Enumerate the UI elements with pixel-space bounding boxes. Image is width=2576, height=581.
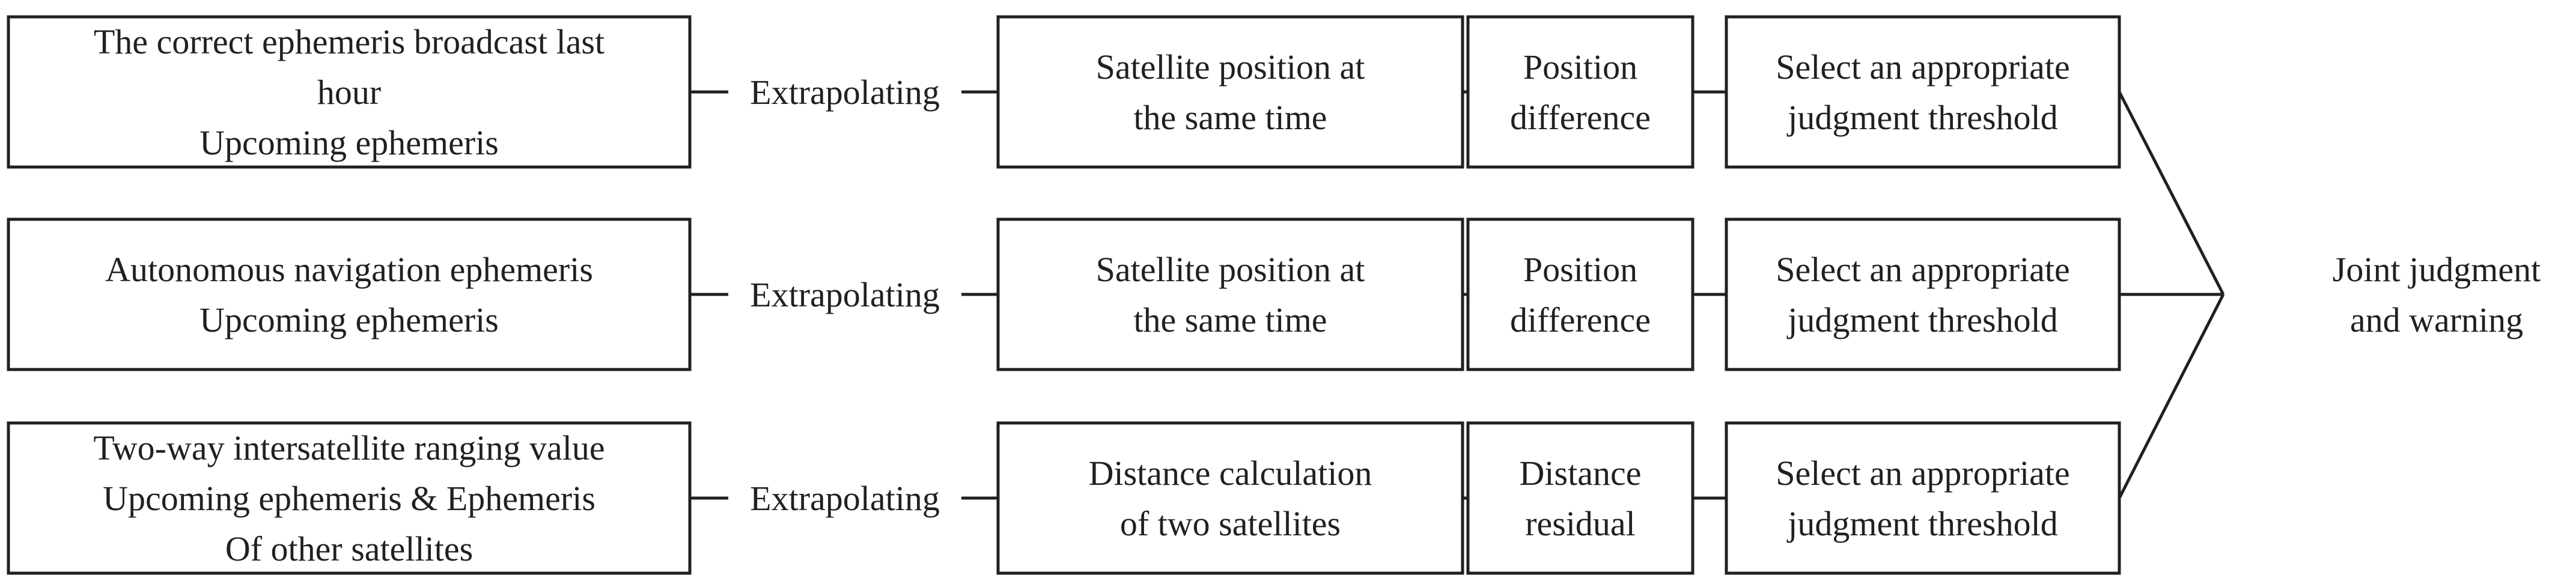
threshold-box <box>1725 217 2121 371</box>
input-box <box>7 217 692 371</box>
computation-text-line: of two satellites <box>1120 504 1341 543</box>
computation-text-line: Satellite position at <box>1096 47 1365 87</box>
difference-text-line: residual <box>1525 504 1636 543</box>
input-box <box>7 15 692 169</box>
result-text-line: and warning <box>2350 300 2523 339</box>
threshold-box <box>1725 15 2121 169</box>
threshold-text-line: judgment threshold <box>1786 300 2057 339</box>
input-text-line: Of other satellites <box>225 529 473 568</box>
join-line <box>2118 293 2225 499</box>
difference-box <box>1466 15 1694 169</box>
difference-text: Position difference <box>1510 47 1651 137</box>
connector-label: Extrapolating <box>750 73 940 112</box>
computation-text-line: Satellite position at <box>1096 250 1365 289</box>
threshold-text: Select an appropriate judgment threshold <box>1776 454 2070 543</box>
difference-text-line: Position <box>1523 250 1637 289</box>
computation-text: Distance calculation of two satellites <box>1089 454 1372 543</box>
threshold-text-line: Select an appropriate <box>1776 250 2070 289</box>
difference-text: Position difference <box>1510 250 1651 339</box>
join-line <box>2118 91 2225 296</box>
connector-label: Extrapolating <box>750 275 940 314</box>
threshold-text-line: judgment threshold <box>1786 98 2057 137</box>
connector-label: Extrapolating <box>750 479 940 518</box>
computation-box <box>996 217 1464 371</box>
difference-text: Distance residual <box>1520 454 1642 543</box>
input-text-line: Upcoming ephemeris <box>199 123 499 162</box>
computation-text-line: Distance calculation <box>1089 454 1372 493</box>
result-text: Joint judgment and warning <box>2333 250 2541 339</box>
difference-text-line: Position <box>1523 47 1637 87</box>
threshold-box <box>1725 421 2121 575</box>
threshold-text-line: judgment threshold <box>1786 504 2057 543</box>
threshold-text: Select an appropriate judgment threshold <box>1776 250 2070 339</box>
threshold-text: Select an appropriate judgment threshold <box>1776 47 2070 137</box>
computation-box <box>996 15 1464 169</box>
input-text-line: Autonomous navigation ephemeris <box>105 250 593 289</box>
computation-text: Satellite position at the same time <box>1096 47 1365 137</box>
computation-text-line: the same time <box>1133 98 1327 137</box>
threshold-text-line: Select an appropriate <box>1776 47 2070 87</box>
computation-text-line: the same time <box>1133 300 1327 339</box>
input-text-line: Upcoming ephemeris & Ephemeris <box>103 479 595 518</box>
difference-text-line: difference <box>1510 98 1651 137</box>
difference-text-line: Distance <box>1520 454 1642 493</box>
input-text-line: Two-way intersatellite ranging value <box>93 428 604 467</box>
difference-text-line: difference <box>1510 300 1651 339</box>
threshold-text-line: Select an appropriate <box>1776 454 2070 493</box>
difference-box <box>1466 421 1694 575</box>
result-text-line: Joint judgment <box>2333 250 2541 289</box>
input-text-line: Upcoming ephemeris <box>199 300 499 339</box>
input-text-line: The correct ephemeris broadcast last <box>94 22 604 61</box>
input-text: The correct ephemeris broadcast last hour… <box>94 22 604 162</box>
difference-box <box>1466 217 1694 371</box>
input-text-line: hour <box>317 73 381 112</box>
input-box <box>7 421 692 575</box>
computation-box <box>996 421 1464 575</box>
computation-text: Satellite position at the same time <box>1096 250 1365 339</box>
